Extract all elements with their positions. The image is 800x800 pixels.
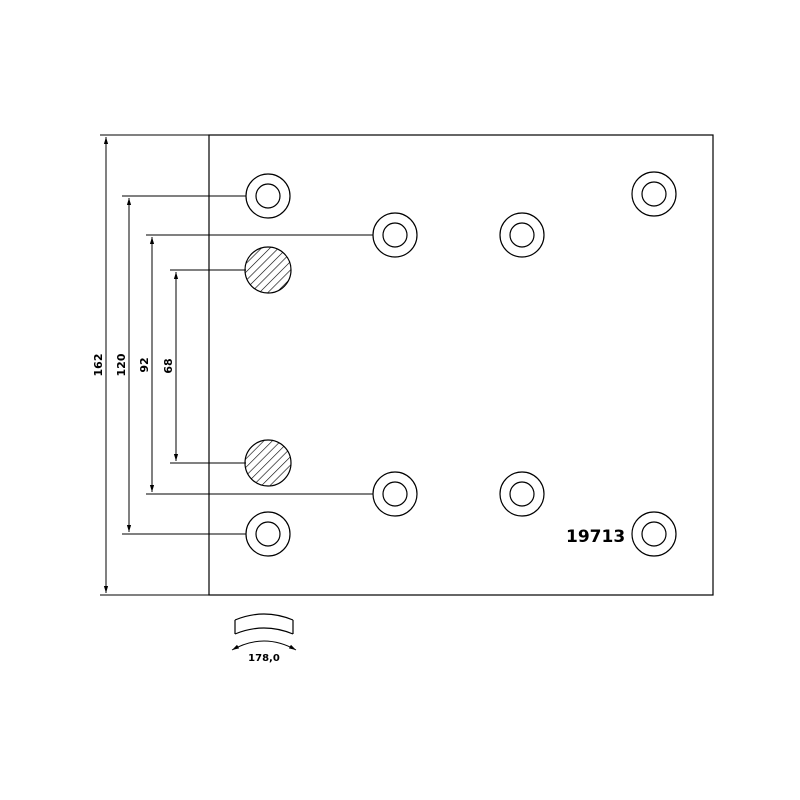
lining-outline — [208, 134, 714, 596]
rivet-hole — [631, 171, 677, 217]
dim-label-outer-spacing: 120 — [115, 353, 128, 376]
rivet-hole — [372, 471, 418, 517]
curvature-symbol — [231, 613, 297, 651]
rivet-hole — [631, 511, 677, 557]
dim-label-inner-spacing: 68 — [162, 358, 175, 373]
dim-label-total-height: 162 — [92, 354, 105, 377]
radius-label: 178,0 — [248, 653, 280, 664]
rivet-hole — [499, 212, 545, 258]
rivet-hole — [245, 511, 291, 557]
rivet-hole — [372, 212, 418, 258]
dim-label-middle-spacing: 92 — [138, 357, 151, 372]
hatched-hole — [244, 246, 292, 294]
rivet-hole — [245, 173, 291, 219]
rivet-hole — [499, 471, 545, 517]
hatched-hole — [244, 439, 292, 487]
part-number: 19713 — [566, 527, 625, 547]
